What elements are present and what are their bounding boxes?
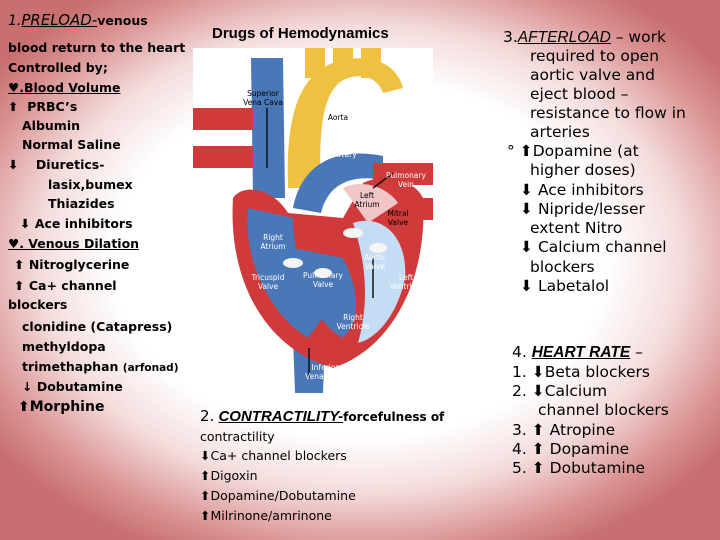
up-arrow-icon: ⬆ <box>8 99 19 114</box>
afterload-line: ⬇ Nipride/lesser <box>520 200 645 218</box>
afterload-line: extent Nitro <box>530 219 623 237</box>
afterload-line: higher doses) <box>530 161 636 179</box>
up-arrow-icon: ⬆ <box>14 257 25 272</box>
page-title: Drugs of Hemodynamics <box>212 25 389 42</box>
contractility-line: contractility <box>200 429 275 444</box>
down-arrow-icon: ⬇ <box>8 157 19 172</box>
heart-rate-item: 3. ⬆ Atropine <box>512 421 616 439</box>
up-arrow-icon: ⬆ <box>14 278 25 293</box>
preload-line: blood return to the heart <box>8 40 186 55</box>
afterload-line: aortic valve and <box>530 66 655 84</box>
afterload-line: ° ⬆Dopamine (at <box>507 142 639 160</box>
afterload-line: ⬇ Labetalol <box>520 277 610 295</box>
down-arrow-icon: ⬇ <box>520 181 533 199</box>
up-arrow-icon: ⬆ <box>531 421 545 439</box>
preload-line: ↓ Dobutamine <box>22 379 123 394</box>
afterload-line: arteries <box>530 123 590 141</box>
up-arrow-icon: ⬆ <box>531 459 545 477</box>
preload-line: clonidine (Catapress) <box>22 319 173 334</box>
blood-volume-heading: ♥.Blood Volume <box>8 80 121 95</box>
preload-heading: 1.PRELOAD-venous <box>8 11 148 29</box>
contractility-line: ⬇Ca+ channel blockers <box>200 448 347 463</box>
heart-rate-item: channel blockers <box>538 401 669 419</box>
up-arrow-icon: ⬆ <box>18 399 30 415</box>
preload-line: Controlled by; <box>8 60 108 75</box>
down-arrow-icon: ⬇ <box>200 448 211 463</box>
down-arrow-icon: ⬇ <box>531 363 545 381</box>
heart-rate-item: 1. ⬇Beta blockers <box>512 363 650 381</box>
afterload-line: eject blood – <box>530 85 629 103</box>
preload-line: ⬆Morphine <box>18 399 105 415</box>
venous-dilation-heading: ♥. Venous Dilation <box>8 236 140 251</box>
label-superior-vena-cava: Superior <box>247 89 280 98</box>
preload-line: ⬇ Ace inhibitors <box>20 216 133 231</box>
contractility-line: ⬆Digoxin <box>200 468 258 483</box>
afterload-line: ⬇ Calcium channel <box>520 238 667 256</box>
contractility-heading: 2. CONTRACTILITY-forcefulness of <box>200 407 445 425</box>
label-aorta: Aorta <box>328 113 348 122</box>
contractility-line: ⬆Milrinone/amrinone <box>200 508 332 523</box>
afterload-line: blockers <box>530 258 595 276</box>
preload-line: ⬆ Nitroglycerine <box>14 257 130 272</box>
heart-rate-heading: 4. HEART RATE – <box>512 343 643 361</box>
heart-rate-item: 5. ⬆ Dobutamine <box>512 459 646 477</box>
afterload-line: ⬇ Ace inhibitors <box>520 181 644 199</box>
afterload-heading: 3.AFTERLOAD – work <box>503 28 666 46</box>
heart-rate-item: 2. ⬇Calcium <box>512 382 608 400</box>
preload-line: methyldopa <box>22 339 106 354</box>
down-arrow-icon: ⬇ <box>531 382 545 400</box>
preload-line: trimethaphan (arfonad) <box>22 359 179 374</box>
down-arrow-icon: ⬇ <box>520 200 533 218</box>
contractility-line: ⬆Dopamine/Dobutamine <box>200 488 356 503</box>
heart-rate-item: 4. ⬆ Dopamine <box>512 440 630 458</box>
preload-line: ⬆ Ca+ channel <box>14 278 117 293</box>
preload-line: ⬇ Diuretics- <box>8 157 105 172</box>
up-arrow-icon: ⬆ <box>200 508 211 523</box>
preload-line: Normal Saline <box>22 137 121 152</box>
preload-line: ⬆ PRBC’s <box>8 99 78 114</box>
preload-line: Thiazides <box>48 196 115 211</box>
bullet-circle-icon: ° <box>507 142 515 160</box>
preload-line: Albumin <box>22 118 81 133</box>
up-arrow-icon: ⬆ <box>200 468 211 483</box>
down-arrow-icon: ⬇ <box>20 216 31 231</box>
preload-line: blockers <box>8 297 68 312</box>
afterload-line: required to open <box>530 47 660 65</box>
down-arrow-icon: ⬇ <box>520 277 533 295</box>
up-arrow-icon: ⬆ <box>531 440 545 458</box>
down-arrow-icon: ⬇ <box>520 238 533 256</box>
afterload-line: resistance to flow in <box>530 104 686 122</box>
up-arrow-icon: ⬆ <box>519 142 533 160</box>
up-arrow-icon: ⬆ <box>200 488 211 503</box>
preload-line: lasix,bumex <box>48 177 133 192</box>
